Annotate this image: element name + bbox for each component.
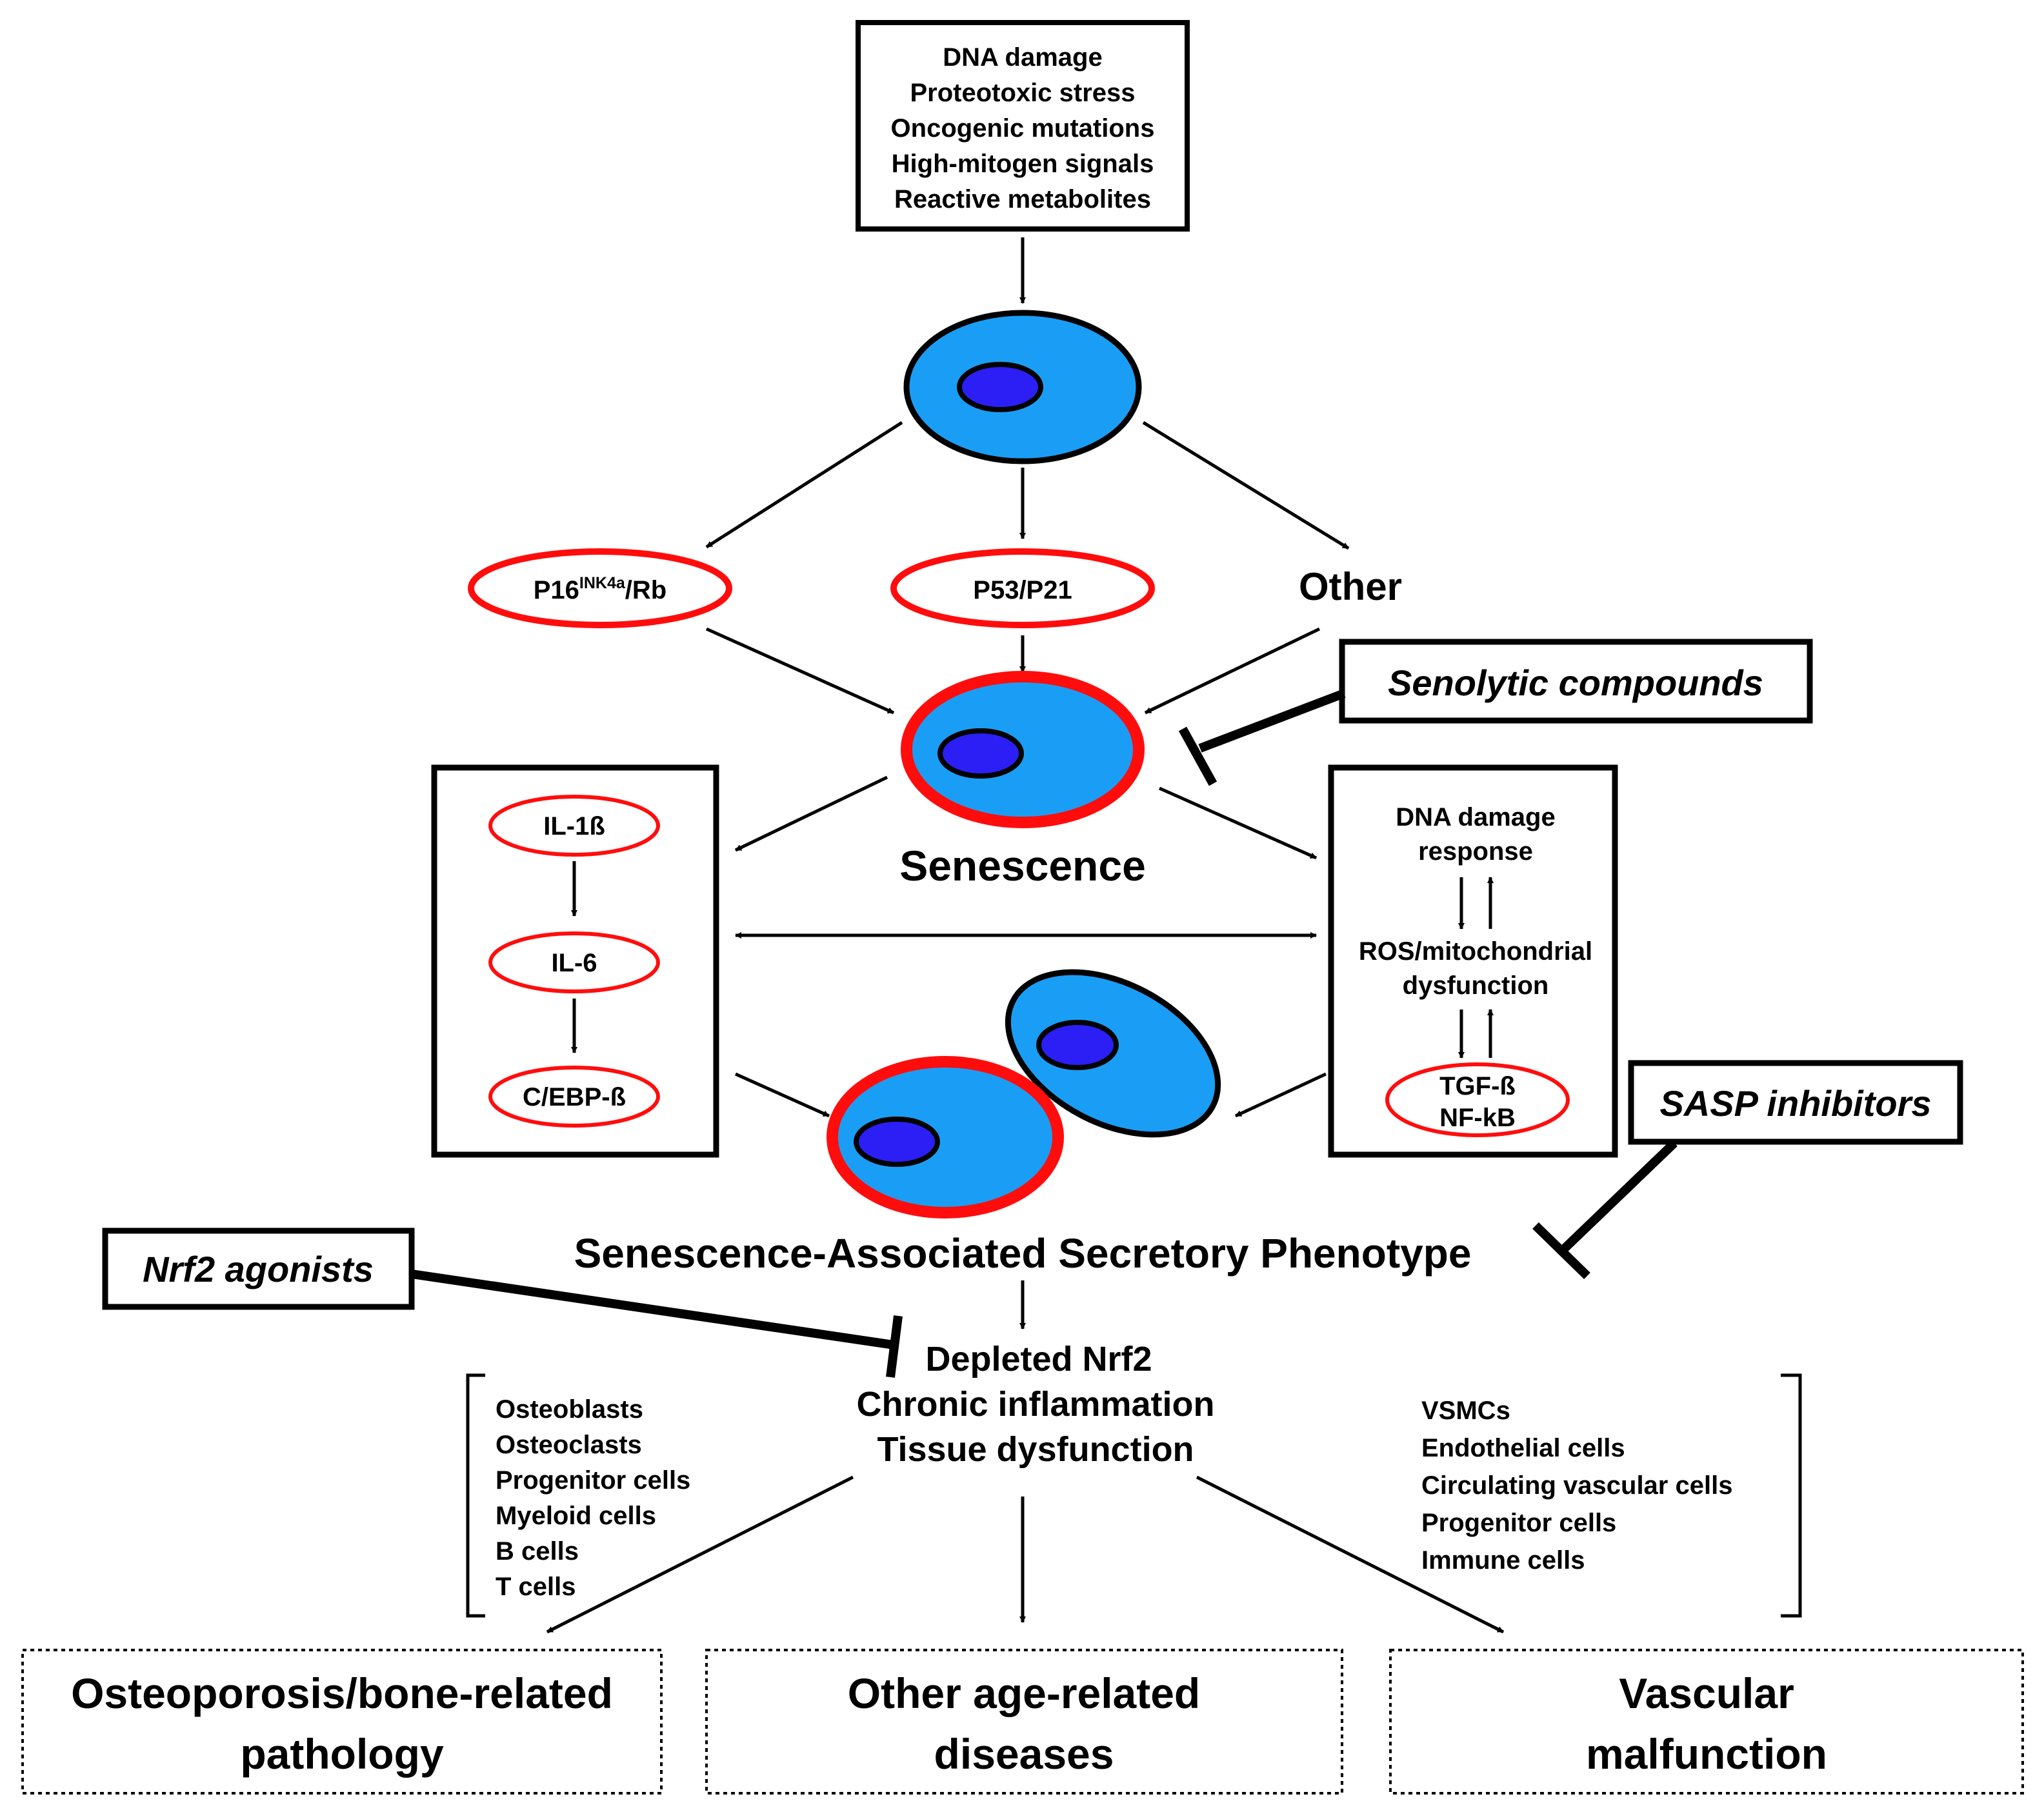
sasp-normal-nucleus — [1036, 1020, 1119, 1070]
arrow-cell-to-other — [1142, 421, 1350, 550]
arrow-right-box-to-sasp — [1234, 1072, 1327, 1118]
il1b-label: IL-1ß — [543, 812, 605, 840]
stressor-proteotoxic: Proteotoxic stress — [910, 79, 1135, 107]
outcome-tissue-dysfunction: Tissue dysfunction — [877, 1430, 1194, 1469]
disease-bone-line2: pathology — [240, 1730, 444, 1778]
senescent-cell-nucleus — [937, 728, 1024, 779]
arrows-bottom — [546, 1475, 1505, 1634]
ros-line2: dysfunction — [1403, 971, 1549, 1000]
bone-cell-progenitor: Progenitor cells — [496, 1466, 690, 1495]
p16-pathway: P16INK4a/Rb — [468, 548, 732, 628]
left-cytokine-box: IL-1ß IL-6 C/EBP-ß — [431, 764, 719, 1158]
arrow-to-vascular-disease — [1196, 1475, 1505, 1634]
bone-cell-myeloid: Myeloid cells — [496, 1502, 656, 1530]
stressor-box: DNA damage Proteotoxic stress Oncogenic … — [856, 20, 1190, 232]
senolytic-box: Senolytic compounds — [1339, 639, 1813, 724]
normal-cell-nucleus — [957, 362, 1043, 412]
arrow-cell-to-p16 — [705, 421, 903, 549]
vascular-cell-vsmcs: VSMCs — [1421, 1397, 1510, 1425]
sasp-senescent-cell — [827, 1056, 1064, 1218]
disease-box-vascular: Vascular malfunction — [1389, 1649, 2024, 1795]
right-ddr-box: DNA damage response ROS/mitochondrial dy… — [1328, 764, 1618, 1158]
sasp-senescent-nucleus — [854, 1117, 940, 1167]
disease-vascular-line1: Vascular — [1619, 1669, 1794, 1717]
bone-cell-osteoblasts: Osteoblasts — [496, 1395, 643, 1424]
stressor-mitogen: High-mitogen signals — [892, 150, 1154, 178]
bone-cell-t-cells: T cells — [496, 1573, 576, 1601]
outcome-chronic-inflammation: Chronic inflammation — [856, 1385, 1214, 1424]
senolytic-label: Senolytic compounds — [1388, 662, 1763, 703]
ddr-line2: response — [1418, 837, 1533, 866]
vascular-cell-circulating: Circulating vascular cells — [1421, 1471, 1732, 1500]
vascular-cells-bracket — [1781, 1373, 1802, 1618]
bone-cells-bracket — [466, 1373, 485, 1618]
bone-cell-b-cells: B cells — [496, 1537, 579, 1566]
arrow-senescent-to-left-box — [734, 775, 888, 852]
stressor-dna-damage: DNA damage — [943, 43, 1102, 72]
outcome-depleted-nrf2: Depleted Nrf2 — [925, 1340, 1152, 1378]
nfkb-label: NF-kB — [1439, 1104, 1516, 1132]
sasp-inhibition-line — [1532, 1139, 1678, 1280]
senescence-label: Senescence — [899, 842, 1146, 890]
ddr-line1: DNA damage — [1396, 803, 1555, 831]
p53-label: P53/P21 — [973, 576, 1072, 604]
bone-cell-osteoclasts: Osteoclasts — [496, 1431, 642, 1459]
nrf2-agonists-box: Nrf2 agonists — [102, 1228, 415, 1310]
senolytic-inhibition-line — [1178, 689, 1346, 786]
disease-vascular-line2: malfunction — [1586, 1730, 1827, 1778]
nrf2-agonists-label: Nrf2 agonists — [143, 1249, 374, 1289]
vascular-cell-endothelial: Endothelial cells — [1421, 1434, 1625, 1462]
tgf-label: TGF-ß — [1439, 1072, 1516, 1100]
sasp-inhibitors-label: SASP inhibitors — [1659, 1083, 1931, 1124]
stressor-reactive-metabolites: Reactive metabolites — [894, 185, 1151, 214]
senescent-cell — [901, 671, 1145, 828]
arrow-p16-to-senescent — [705, 627, 895, 715]
other-pathway-label: Other — [1299, 565, 1402, 608]
nrf2-inhibition-line — [410, 1269, 903, 1378]
ros-line1: ROS/mitochondrial — [1359, 937, 1592, 966]
arrow-left-box-to-sasp — [734, 1072, 830, 1118]
arrows-top — [705, 237, 1350, 715]
disease-bone-line1: Osteoporosis/bone-related — [71, 1669, 613, 1717]
cebp-label: C/EBP-ß — [523, 1083, 626, 1111]
vascular-cells-list: VSMCs Endothelial cells Circulating vasc… — [1421, 1373, 1802, 1618]
vascular-cell-immune: Immune cells — [1421, 1546, 1585, 1575]
disease-box-bone: Osteoporosis/bone-related pathology — [21, 1649, 663, 1795]
normal-cell — [903, 310, 1142, 464]
arrow-to-bone-disease — [546, 1475, 854, 1634]
stressor-oncogenic: Oncogenic mutations — [891, 114, 1155, 143]
p16-label: P16INK4a/Rb — [534, 574, 666, 604]
sasp-cells — [827, 969, 1221, 1218]
disease-box-other: Other age-related diseases — [705, 1649, 1343, 1795]
sasp-inhibitors-box: SASP inhibitors — [1628, 1060, 1963, 1145]
outcomes: Depleted Nrf2 Chronic inflammation Tissu… — [856, 1340, 1214, 1469]
arrow-senescent-to-right-box — [1158, 786, 1318, 860]
il6-label: IL-6 — [551, 949, 597, 977]
disease-other-line1: Other age-related — [848, 1669, 1201, 1717]
disease-other-line2: diseases — [934, 1730, 1114, 1778]
vascular-cell-progenitor: Progenitor cells — [1421, 1509, 1616, 1537]
bone-cells-list: Osteoblasts Osteoclasts Progenitor cells… — [466, 1373, 690, 1618]
sasp-label: Senescence-Associated Secretory Phenotyp… — [574, 1230, 1472, 1277]
p53-pathway: P53/P21 — [890, 548, 1155, 628]
arrow-other-to-senescent — [1144, 627, 1321, 715]
arrows-middle — [734, 775, 1327, 1118]
